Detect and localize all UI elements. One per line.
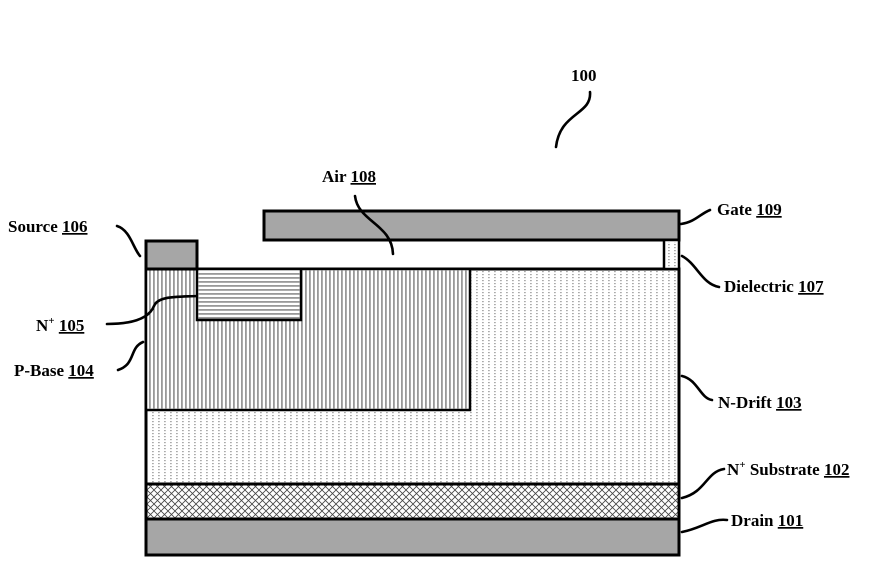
substrate-label: N+ Substrate 102 [727, 459, 849, 479]
gate-electrode [262, 209, 681, 242]
p-base-label-name: P-Base [14, 361, 65, 380]
n-plus-label-number: 105 [59, 316, 85, 335]
substrate-hatch [147, 485, 678, 518]
n-drift-label-name: N-Drift [718, 393, 772, 412]
drain-leader [680, 518, 729, 534]
dielectric-label-number: 107 [798, 277, 824, 296]
n-plus-label-sup: + [48, 315, 54, 327]
substrate-leader [680, 467, 726, 500]
dielectric-label: Dielectric 107 [724, 277, 824, 296]
air-label: Air 108 [322, 167, 376, 186]
drain-label-number: 101 [778, 511, 804, 530]
gate-label-name: Gate [717, 200, 752, 219]
p-base-lines [147, 270, 469, 409]
substrate-label-number: 102 [824, 460, 850, 479]
n-drift-label-number: 103 [776, 393, 802, 412]
n-drift-leader [680, 374, 714, 402]
drain-label-name: Drain [731, 511, 774, 530]
n-plus-lines [198, 270, 300, 319]
substrate-label-name: N [727, 460, 740, 479]
drain-label: Drain 101 [731, 511, 803, 530]
n-plus-label: N+ 105 [36, 309, 84, 335]
p-base-leader [116, 340, 145, 372]
air-label-name: Air [322, 167, 347, 186]
n-plus-label-name: N [36, 316, 49, 335]
substrate-label-suffix: Substrate [746, 460, 821, 479]
drain-layer [144, 517, 681, 557]
dielectric-leader [680, 254, 721, 289]
p-base-label-number: 104 [68, 361, 94, 380]
p-base-label: P-Base 104 [14, 361, 94, 380]
figure-reference-label: 100 [571, 66, 597, 85]
gate-leader [679, 208, 712, 226]
dielectric-dots [666, 242, 677, 267]
source-label-name: Source [8, 217, 58, 236]
figure-reference-number: 100 [571, 66, 597, 85]
air-leader [353, 194, 395, 256]
figure-reference-arrow [554, 90, 592, 149]
air-label-number: 108 [351, 167, 377, 186]
dielectric-label-name: Dielectric [724, 277, 794, 296]
gate-label: Gate 109 [717, 200, 782, 219]
source-label-number: 106 [62, 217, 88, 236]
source-contact [144, 239, 199, 271]
source-label: Source 106 [8, 217, 88, 236]
substrate-label-sup: + [739, 459, 745, 471]
n-plus-leader [105, 294, 199, 326]
n-drift-label: N-Drift 103 [718, 393, 802, 412]
source-leader [115, 224, 142, 258]
gate-label-number: 109 [756, 200, 782, 219]
